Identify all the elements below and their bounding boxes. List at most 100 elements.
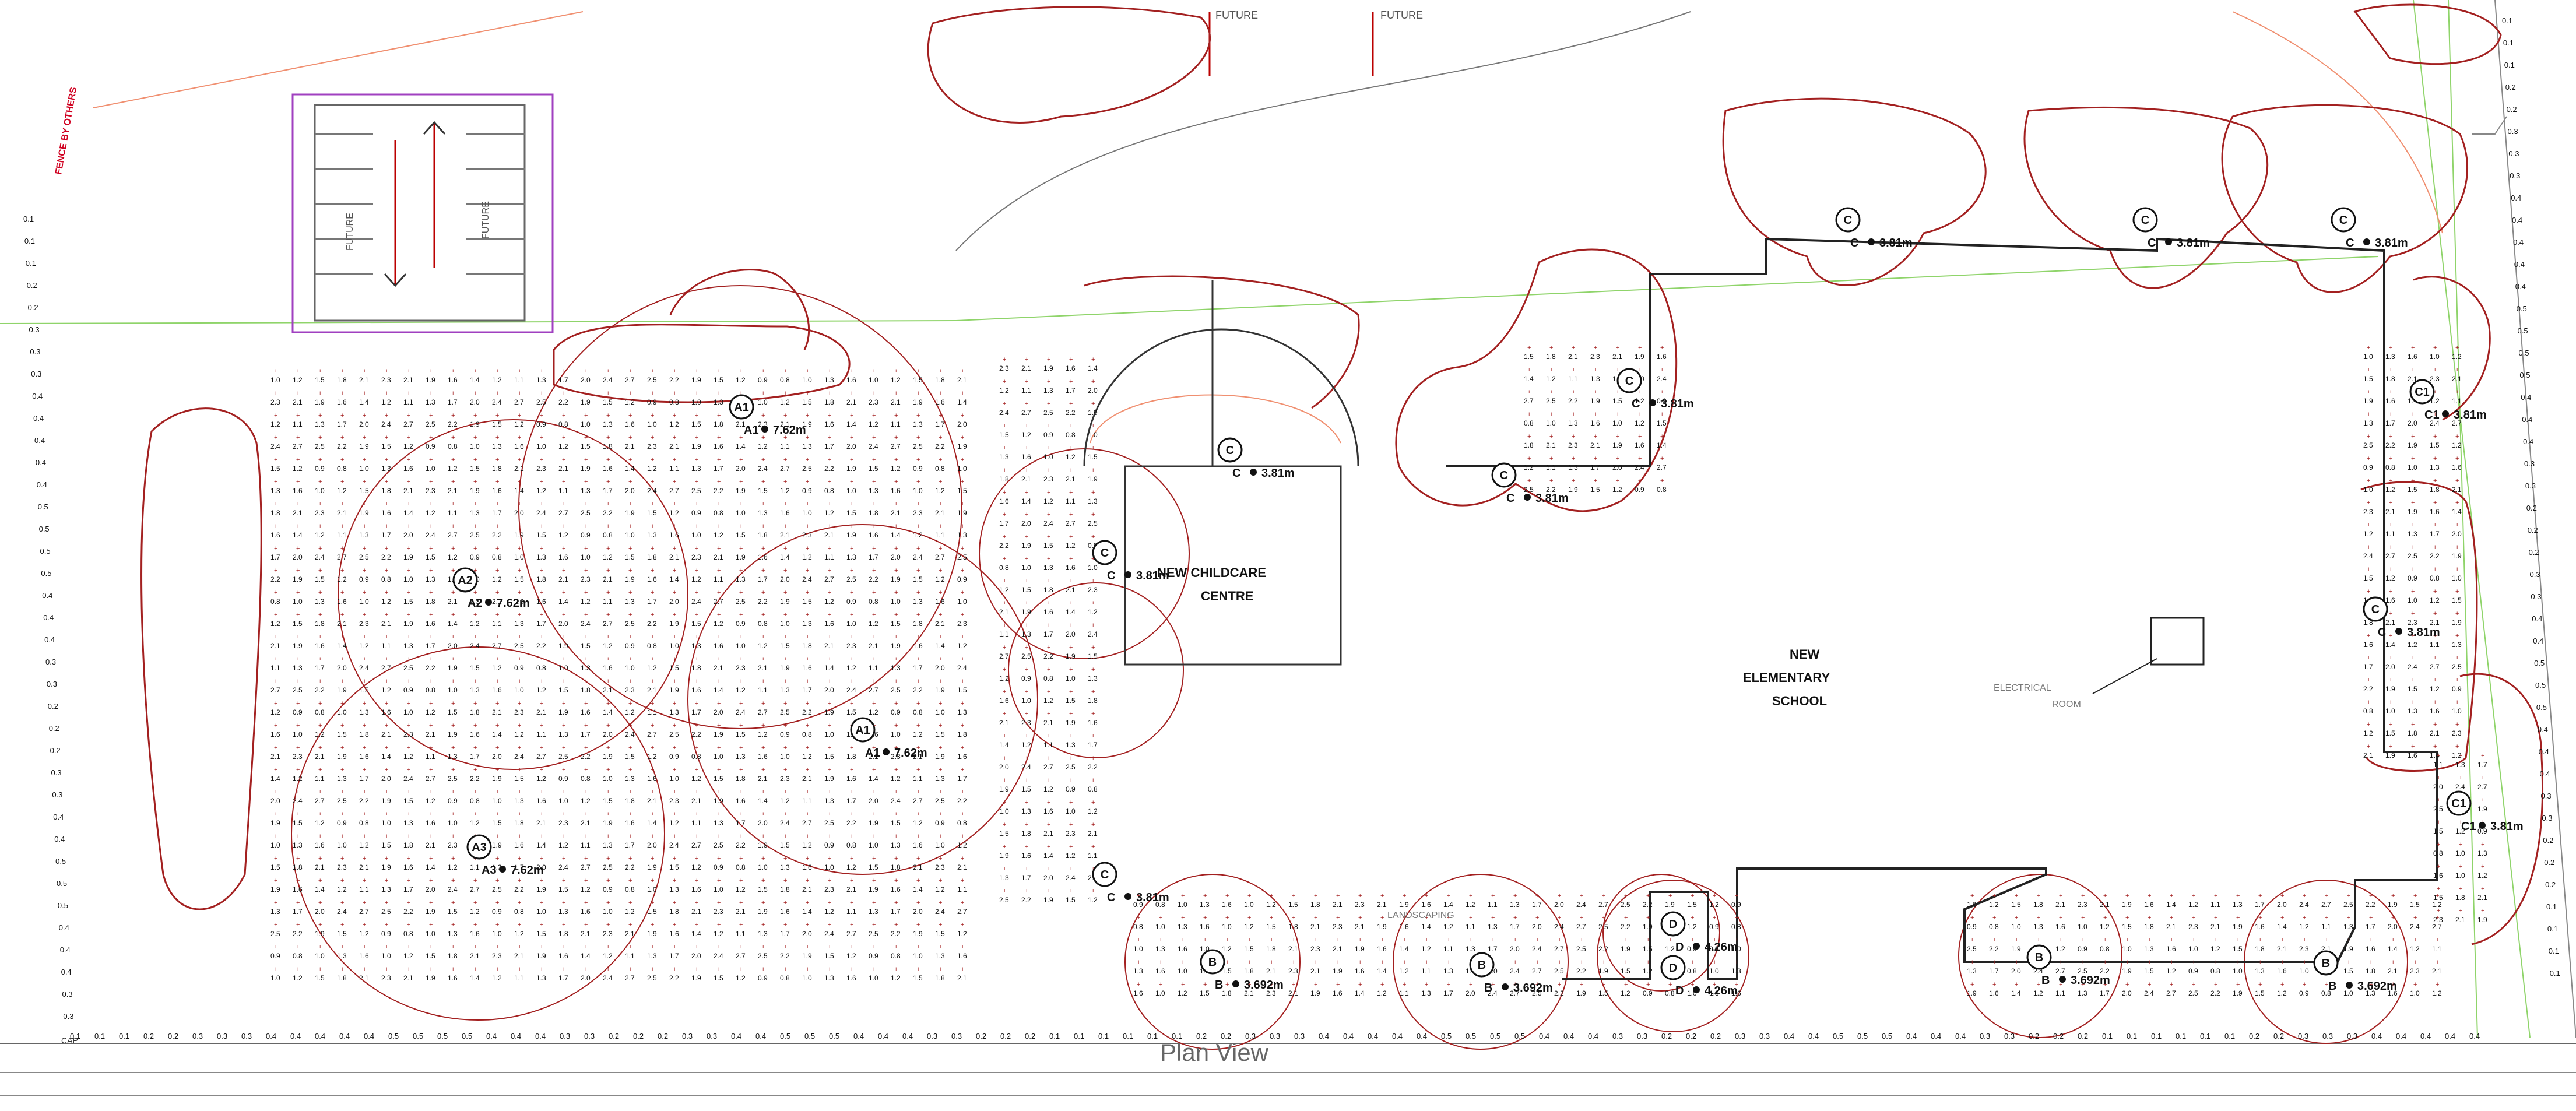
svg-text:1.3: 1.3 [625, 775, 635, 783]
svg-text:+: + [1638, 389, 1642, 396]
svg-text:+: + [606, 456, 610, 463]
svg-text:1.0: 1.0 [891, 730, 901, 739]
svg-text:1.8: 1.8 [669, 908, 679, 916]
svg-text:0.5: 0.5 [2518, 326, 2528, 335]
svg-text:1.3: 1.3 [780, 863, 790, 871]
svg-text:+: + [1616, 389, 1619, 396]
svg-text:+: + [1091, 733, 1095, 740]
svg-text:+: + [296, 700, 300, 707]
svg-text:0.9: 0.9 [1635, 486, 1644, 494]
svg-text:2.5: 2.5 [647, 974, 657, 982]
svg-text:1.2: 1.2 [891, 775, 901, 783]
svg-text:+: + [1003, 423, 1006, 430]
svg-text:+: + [385, 744, 388, 751]
svg-text:1.5: 1.5 [935, 730, 945, 739]
svg-text:0.3: 0.3 [1735, 1032, 1745, 1040]
svg-text:3.692m: 3.692m [2357, 980, 2397, 993]
svg-text:2.1: 2.1 [381, 730, 391, 739]
svg-text:+: + [916, 567, 920, 574]
svg-text:+: + [916, 811, 920, 818]
svg-text:+: + [916, 479, 920, 486]
svg-text:+: + [407, 456, 410, 463]
svg-text:0.8: 0.8 [1687, 967, 1697, 975]
svg-text:2.7: 2.7 [381, 664, 391, 672]
svg-text:+: + [584, 877, 588, 884]
svg-text:1.0: 1.0 [758, 398, 768, 406]
svg-text:1.3: 1.3 [514, 620, 524, 628]
svg-text:1.3: 1.3 [1088, 674, 1098, 683]
svg-text:1.0: 1.0 [315, 952, 325, 960]
svg-text:+: + [407, 966, 410, 973]
svg-text:2.0: 2.0 [1554, 901, 1564, 909]
svg-text:+: + [783, 634, 787, 641]
svg-text:2.0: 2.0 [359, 420, 369, 428]
svg-text:0.9: 0.9 [337, 819, 347, 827]
svg-text:0.4: 0.4 [2532, 614, 2542, 623]
svg-text:+: + [274, 811, 277, 818]
svg-text:+: + [1003, 843, 1006, 850]
svg-text:2.3: 2.3 [2408, 618, 2417, 627]
svg-text:+: + [961, 678, 964, 685]
svg-text:1.3: 1.3 [470, 686, 480, 694]
svg-text:+: + [695, 456, 698, 463]
svg-text:0.8: 0.8 [1989, 923, 1999, 931]
svg-text:+: + [651, 767, 654, 774]
svg-text:2.1: 2.1 [824, 531, 834, 539]
svg-text:+: + [584, 789, 588, 796]
svg-text:1.0: 1.0 [603, 908, 613, 916]
svg-text:+: + [606, 922, 610, 929]
svg-text:1.2: 1.2 [1643, 967, 1653, 975]
svg-text:1.7: 1.7 [426, 642, 435, 650]
svg-text:+: + [473, 589, 477, 596]
svg-text:1.5: 1.5 [714, 376, 723, 384]
svg-text:+: + [606, 678, 610, 685]
svg-text:2.5: 2.5 [1021, 652, 1031, 660]
svg-text:2.0: 2.0 [824, 686, 834, 694]
svg-text:+: + [916, 855, 920, 862]
svg-text:+: + [584, 523, 588, 530]
svg-text:1.3: 1.3 [581, 487, 591, 495]
svg-text:2.4: 2.4 [426, 531, 435, 539]
svg-text:2.2: 2.2 [1576, 967, 1586, 975]
svg-text:2.4: 2.4 [1554, 923, 1564, 931]
svg-text:+: + [1025, 777, 1028, 784]
svg-text:1.2: 1.2 [2188, 901, 2198, 909]
svg-text:+: + [518, 700, 521, 707]
svg-text:1.8: 1.8 [337, 376, 347, 384]
svg-text:+: + [939, 589, 942, 596]
svg-text:+: + [584, 501, 588, 508]
svg-text:1.9: 1.9 [1568, 486, 1578, 494]
svg-text:+: + [850, 567, 853, 574]
svg-text:+: + [1403, 937, 1406, 944]
svg-text:1.0: 1.0 [2455, 871, 2465, 880]
svg-text:+: + [1572, 455, 1575, 462]
svg-text:+: + [274, 722, 277, 729]
svg-text:+: + [2236, 981, 2240, 988]
svg-text:1.7: 1.7 [1510, 923, 1520, 931]
svg-text:1.2: 1.2 [1222, 945, 1232, 953]
svg-text:+: + [2059, 892, 2062, 899]
svg-text:+: + [806, 634, 809, 641]
svg-text:+: + [717, 722, 721, 729]
svg-text:+: + [2236, 959, 2240, 966]
svg-text:1.9: 1.9 [1399, 901, 1409, 909]
svg-text:+: + [2192, 981, 2195, 988]
svg-text:0.8: 0.8 [536, 664, 546, 672]
svg-text:1.2: 1.2 [2299, 923, 2309, 931]
svg-text:+: + [518, 412, 521, 419]
svg-text:1.1: 1.1 [1546, 463, 1556, 472]
svg-text:1.5: 1.5 [1066, 896, 1076, 904]
svg-text:1.3: 1.3 [536, 974, 546, 982]
svg-text:1.9: 1.9 [270, 819, 280, 827]
svg-text:1.2: 1.2 [1066, 453, 1076, 461]
svg-text:+: + [916, 789, 920, 796]
svg-text:+: + [872, 412, 876, 419]
svg-text:2.3: 2.3 [2363, 508, 2373, 516]
svg-text:+: + [783, 833, 787, 840]
svg-text:+: + [1069, 866, 1073, 873]
svg-text:1.8: 1.8 [359, 730, 369, 739]
svg-text:2.5: 2.5 [802, 465, 812, 473]
svg-text:0.8: 0.8 [824, 487, 834, 495]
